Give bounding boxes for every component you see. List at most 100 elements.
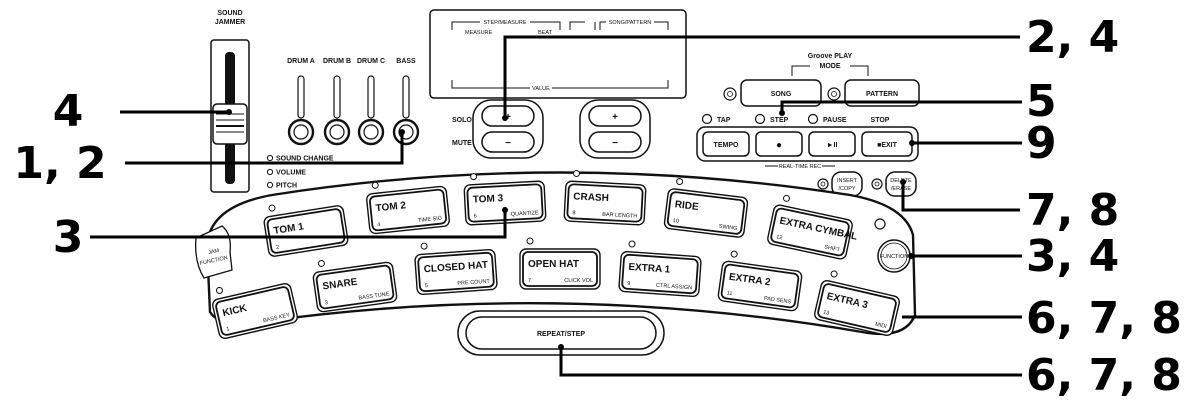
display-beat: BEAT bbox=[538, 30, 553, 36]
display-song-pattern: SONG/PATTERN bbox=[609, 20, 652, 26]
knob-label: DRUM B bbox=[323, 58, 351, 65]
pad-led bbox=[730, 250, 738, 258]
knob-drum-a[interactable]: DRUM A bbox=[287, 58, 315, 146]
function-led bbox=[874, 218, 886, 230]
pad-number: 5 bbox=[425, 283, 428, 289]
pad-sub-label: BASS TUNE bbox=[358, 291, 390, 301]
pad-led bbox=[371, 181, 379, 189]
callout-6-7-8-b: 6, 7, 8 bbox=[1026, 350, 1182, 401]
pad-sub-label: SHIFT bbox=[824, 244, 841, 253]
knob-drum-c[interactable]: DRUM C bbox=[357, 58, 385, 146]
pattern-label: PATTERN bbox=[866, 91, 898, 98]
pad-led bbox=[215, 286, 223, 294]
step-label: STEP bbox=[770, 117, 789, 124]
pad-number: 1 bbox=[226, 326, 230, 333]
pad-name: CRASH bbox=[573, 191, 609, 204]
sound-jammer-fader-knob[interactable] bbox=[212, 103, 248, 145]
pad-number: 12 bbox=[776, 234, 783, 241]
display-step-measure: STEP/MEASURE bbox=[483, 20, 526, 26]
repeat-step-label: REPEAT/STEP bbox=[537, 331, 585, 338]
pattern-button[interactable] bbox=[844, 79, 920, 107]
step-led bbox=[754, 113, 766, 125]
pad-number: 9 bbox=[627, 281, 630, 287]
pad-name: TOM 1 bbox=[273, 221, 305, 237]
pad-sub-label: PAD SENS bbox=[763, 296, 791, 306]
mute-minus-button[interactable] bbox=[481, 131, 535, 153]
tap-led bbox=[701, 113, 713, 125]
led-sound-change: SOUND CHANGE bbox=[266, 154, 334, 163]
stop-exit-label: ■EXIT bbox=[877, 142, 898, 149]
pad-name: EXTRA 1 bbox=[628, 262, 671, 276]
delete-erase-label-2: /ERASE bbox=[891, 186, 912, 192]
pad-number: 11 bbox=[726, 290, 732, 297]
callout-7-8: 7, 8 bbox=[1026, 185, 1119, 236]
play-pause-button[interactable] bbox=[808, 131, 856, 157]
knob-drum-b[interactable]: DRUM B bbox=[323, 58, 351, 146]
pause-label: PAUSE bbox=[823, 117, 847, 124]
knob-label: BASS bbox=[396, 58, 416, 65]
pad-number: 4 bbox=[377, 222, 381, 228]
led-volume: VOLUME bbox=[266, 168, 306, 177]
sound-jammer-label-1: SOUND bbox=[217, 10, 242, 17]
knob-label: DRUM A bbox=[287, 58, 315, 65]
knob-bass[interactable]: BASS bbox=[392, 58, 420, 146]
pad-tom-1[interactable]: TOM 12 bbox=[262, 194, 349, 257]
pause-led bbox=[807, 113, 819, 125]
solo-label: SOLO bbox=[452, 117, 472, 124]
callout-4-left: 4 bbox=[53, 86, 84, 137]
pad-led bbox=[782, 194, 790, 202]
callout-9: 9 bbox=[1026, 118, 1057, 169]
pad-led bbox=[470, 173, 478, 181]
insert-copy-label-2: /COPY bbox=[838, 186, 855, 192]
value-plus-button[interactable] bbox=[588, 105, 642, 127]
function-label: FUNCTION bbox=[880, 254, 908, 260]
pad-led bbox=[268, 204, 276, 212]
solo-plus-label: + bbox=[505, 112, 511, 123]
tempo-button[interactable] bbox=[702, 131, 750, 157]
svg-text:SOUND CHANGE: SOUND CHANGE bbox=[276, 156, 334, 163]
pad-led bbox=[526, 237, 534, 245]
sound-jammer-label-2: JAMMER bbox=[215, 19, 245, 26]
play-pause-label: ►II bbox=[827, 142, 838, 149]
insert-copy-label-1: INSERT bbox=[837, 178, 858, 184]
groove-play-label: Groove PLAY bbox=[808, 53, 853, 60]
value-minus-label: − bbox=[612, 138, 618, 149]
record-label: ● bbox=[776, 140, 782, 151]
led-pitch: PITCH bbox=[266, 181, 297, 190]
pad-led bbox=[628, 240, 636, 248]
value-minus-button[interactable] bbox=[588, 131, 642, 153]
pad-led bbox=[573, 169, 581, 177]
svg-text:VOLUME: VOLUME bbox=[276, 170, 306, 177]
pad-name: RIDE bbox=[674, 199, 699, 213]
realtime-rec-label: REAL-TIME REC bbox=[779, 164, 822, 170]
pad-led bbox=[676, 178, 684, 186]
pad-name: SNARE bbox=[322, 277, 359, 293]
pad-name: TOM 3 bbox=[473, 193, 504, 206]
pad-number: 10 bbox=[672, 218, 679, 225]
record-button[interactable] bbox=[755, 131, 803, 157]
leader-dots bbox=[226, 109, 915, 350]
solo-plus-button[interactable] bbox=[481, 105, 535, 127]
pad-number: 8 bbox=[572, 210, 575, 216]
callout-2-4: 2, 4 bbox=[1026, 12, 1119, 63]
pad-extra-1[interactable]: EXTRA 1 9 CTRL ASSIGN bbox=[618, 240, 702, 298]
callout-3: 3 bbox=[53, 212, 84, 263]
knob-label: DRUM C bbox=[357, 58, 385, 65]
pad-sub-label: CLICK VOL bbox=[564, 278, 593, 284]
display-measure: MEASURE bbox=[465, 30, 493, 36]
pad-sub-label: CTRL ASSIGN bbox=[656, 283, 693, 292]
song-label: SONG bbox=[771, 91, 792, 98]
mode-label: MODE bbox=[820, 63, 841, 70]
jam-function-button[interactable] bbox=[195, 225, 233, 279]
callout-3-4: 3, 4 bbox=[1026, 231, 1119, 282]
